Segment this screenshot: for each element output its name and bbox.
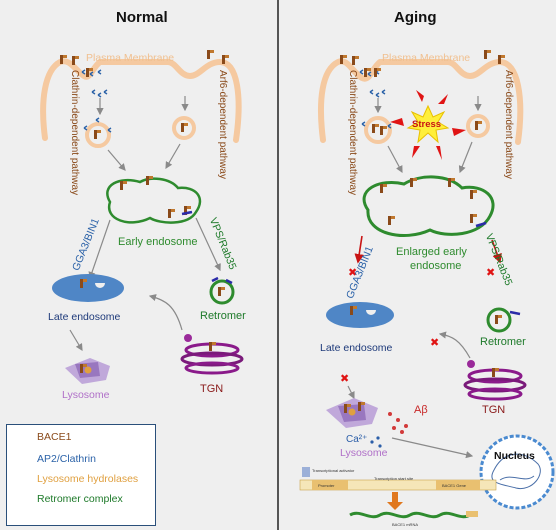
stress-burst <box>390 90 466 160</box>
nucleus <box>479 434 555 510</box>
enlarged-endosome-label-line1: Enlarged early <box>396 246 467 258</box>
legend-item-bace1: BACE1 <box>37 429 71 445</box>
legend-label-hydrolases: Lysosome hydrolases <box>37 473 139 485</box>
retromer-vesicle <box>209 279 235 305</box>
bace1-mrna-label: BACE1 mRNA <box>392 522 419 527</box>
svg-text:✖: ✖ <box>340 373 349 385</box>
lysosome <box>65 358 110 384</box>
aging-plasma-membrane-label: Plasma Membrane <box>382 52 471 64</box>
early-endosome-label: Early endosome <box>118 236 198 248</box>
enlarged-early-endosome <box>362 175 495 238</box>
aging-retromer-label: Retromer <box>480 336 526 348</box>
legend-item-clathrin: AP2/Clathrin <box>37 451 96 467</box>
arf6-pathway-label: Arf6-dependent pathway <box>217 70 228 179</box>
aging-arf6-pathway-label: Arf6-dependent pathway <box>503 70 514 179</box>
retromer-label: Retromer <box>200 310 246 322</box>
panel-divider <box>277 0 279 530</box>
stress-label: Stress <box>412 119 442 130</box>
aging-lysosome-label: Lysosome <box>340 447 388 459</box>
abeta-label: Aβ <box>414 404 428 416</box>
legend-label-retromer: Retromer complex <box>37 493 123 505</box>
aging-tgn-label: TGN <box>482 404 506 416</box>
gene-diagram <box>299 467 497 519</box>
legend-item-hydrolases: Lysosome hydrolases <box>37 471 138 487</box>
legend-label-bace1: BACE1 <box>37 431 72 443</box>
transcriptional-activator-label: Transcriptional activator <box>312 468 355 473</box>
tgn-label: TGN <box>200 383 224 395</box>
svg-text:✖: ✖ <box>348 267 357 279</box>
bace1-gene-label: BACE1 Gene <box>442 483 467 488</box>
legend: BACE1 AP2/Clathrin Lysosome hydrolases R… <box>6 424 156 526</box>
enlarged-endosome-label-line2: endosome <box>410 260 462 272</box>
promoter-label: Promoter <box>318 483 335 488</box>
svg-text:✖: ✖ <box>430 337 439 349</box>
legend-item-retromer: Retromer complex <box>37 491 123 507</box>
early-endosome <box>106 177 202 224</box>
normal-title: Normal <box>116 9 168 26</box>
transcription-start-site-label: Transcription start site <box>374 476 414 481</box>
aging-title: Aging <box>394 9 437 26</box>
aging-clathrin-pathway-label: Clathrin-dependent pathway <box>347 70 358 196</box>
normal-plasma-membrane <box>40 58 242 143</box>
plasma-membrane-label: Plasma Membrane <box>86 52 175 64</box>
aging-late-endosome-label: Late endosome <box>320 342 393 354</box>
late-endosome <box>52 274 124 302</box>
clathrin-pathway-label: Clathrin-dependent pathway <box>69 70 80 196</box>
svg-text:✖: ✖ <box>486 267 495 279</box>
lysosome-label: Lysosome <box>62 389 110 401</box>
tgn <box>180 334 244 375</box>
calcium-label: Ca²⁺ <box>346 434 368 445</box>
late-endosome-label: Late endosome <box>48 311 121 323</box>
nucleus-label: Nucleus <box>494 450 535 462</box>
legend-label-clathrin: AP2/Clathrin <box>37 453 96 465</box>
